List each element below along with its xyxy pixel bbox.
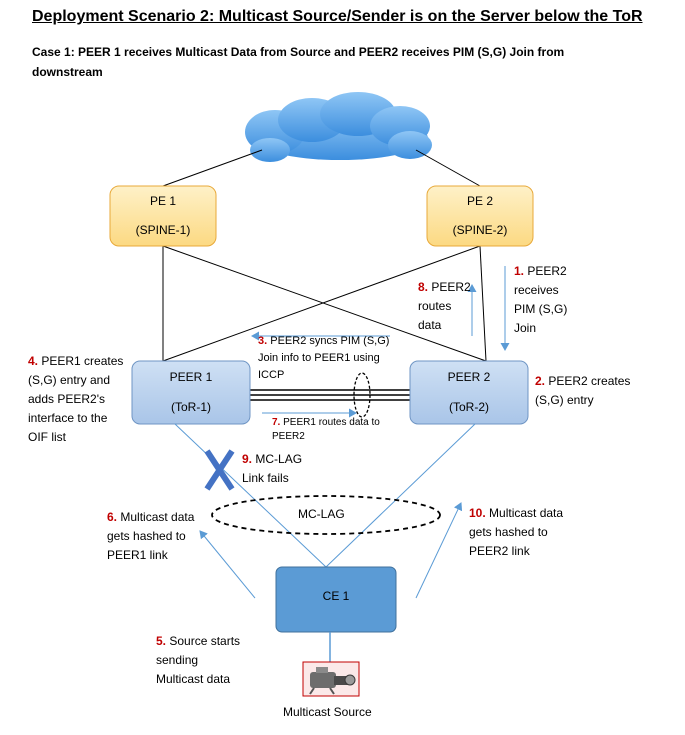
peer2-role: (ToR-2)	[448, 400, 489, 414]
step-text: PEER2 link	[469, 544, 530, 558]
step-text: routes	[418, 299, 452, 313]
ce1-box	[275, 566, 397, 633]
step-number: 10.	[469, 506, 486, 520]
step-1-annotation: 1. PEER2 receives PIM (S,G) Join	[514, 262, 594, 338]
step-text: adds PEER2's	[28, 392, 105, 406]
link-peer1-ce1	[174, 423, 327, 568]
step-text: (S,G) entry and	[28, 373, 111, 387]
mc-lag-ellipse	[211, 495, 441, 535]
step-text: MC-LAG	[255, 452, 303, 466]
camera-icon	[302, 661, 360, 697]
step-text: Join info to PEER1 using	[258, 352, 380, 364]
cloud-icon	[245, 92, 432, 162]
step-text: Link fails	[242, 471, 289, 485]
link-cloud-pe1	[162, 149, 263, 187]
step-text: data	[418, 318, 442, 332]
link-pe2-peer1	[162, 245, 481, 362]
pe1-role: (SPINE-1)	[135, 223, 191, 237]
step-number: 5.	[156, 634, 167, 648]
step-text: interface to the	[28, 411, 108, 425]
peer1-name: PEER 1	[169, 370, 213, 384]
iccp-bundle-oval	[353, 372, 371, 418]
step-text: sending	[156, 653, 199, 667]
ce1-name: CE 1	[322, 589, 350, 603]
step-number: 3.	[258, 335, 268, 347]
step-number: 8.	[418, 280, 429, 294]
step-8-annotation: 8. PEER2 routes data	[418, 278, 478, 335]
step-4-annotation: 4. PEER1 creates (S,G) entry and adds PE…	[28, 352, 132, 447]
step-text: gets hashed to	[469, 525, 548, 539]
peer1-role: (ToR-1)	[170, 400, 211, 414]
case-description: Case 1: PEER 1 receives Multicast Data f…	[32, 45, 565, 79]
step-7-annotation: 7. PEER1 routes data to PEER2	[272, 416, 402, 444]
arrow-step10	[415, 502, 463, 599]
link-cloud-pe2	[415, 149, 481, 187]
pe2-box	[426, 185, 534, 247]
page-title: Deployment Scenario 2: Multicast Source/…	[32, 8, 643, 25]
step-number: 2.	[535, 374, 546, 388]
step-number: 1.	[514, 264, 525, 278]
pe1-name: PE 1	[149, 194, 176, 208]
step-3-annotation: 3. PEER2 syncs PIM (S,G) Join info to PE…	[258, 333, 418, 384]
peer2-box	[409, 360, 529, 425]
step-text: OIF list	[28, 430, 66, 444]
step-9-annotation: 9. MC-LAG Link fails	[242, 450, 342, 488]
step-text: Join	[514, 321, 537, 335]
step-number: 7.	[272, 417, 281, 428]
step-2-annotation: 2. PEER2 creates (S,G) entry	[535, 372, 655, 410]
arrow-step6	[199, 530, 256, 599]
step-6-annotation: 6. Multicast data gets hashed to PEER1 l…	[107, 508, 211, 565]
pe2-role: (SPINE-2)	[452, 223, 508, 237]
step-text: (S,G) entry	[535, 393, 594, 407]
link-failure-icon	[204, 449, 235, 491]
step-text: PEER1 link	[107, 548, 168, 562]
peer1-box	[131, 360, 251, 425]
step-text: PEER2	[431, 280, 471, 294]
step-text: PEER2	[527, 264, 567, 278]
step-text: Source starts	[169, 634, 241, 648]
link-peer2-ce1	[325, 423, 476, 568]
step-text: ICCP	[258, 369, 285, 381]
pe2-name: PE 2	[466, 194, 493, 208]
step-text: PIM (S,G)	[514, 302, 568, 316]
step-number: 9.	[242, 452, 253, 466]
step-text: gets hashed to	[107, 529, 186, 543]
step-number: 6.	[107, 510, 118, 524]
step-text: PEER2 syncs PIM (S,G)	[270, 335, 390, 347]
step-number: 4.	[28, 354, 39, 368]
step-text: receives	[514, 283, 559, 297]
step-text: Multicast data	[120, 510, 195, 524]
step-text: Multicast data	[489, 506, 564, 520]
step-text: PEER1 routes data to	[283, 417, 380, 428]
step-text: PEER1 creates	[41, 354, 124, 368]
pe1-box	[109, 185, 217, 247]
link-pe1-peer2	[162, 245, 487, 362]
step-text: PEER2	[272, 431, 305, 442]
multicast-source-label: Multicast Source	[283, 705, 372, 719]
peer2-name: PEER 2	[447, 370, 491, 384]
step-5-annotation: 5. Source starts sending Multicast data	[156, 632, 266, 689]
step-10-annotation: 10. Multicast data gets hashed to PEER2 …	[469, 504, 587, 561]
step-text: PEER2 creates	[548, 374, 631, 388]
mc-lag-label: MC-LAG	[298, 507, 345, 521]
step-text: Multicast data	[156, 672, 231, 686]
link-pe2-peer2	[479, 245, 487, 362]
